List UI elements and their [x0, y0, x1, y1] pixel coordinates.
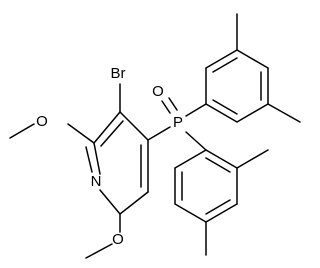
bond-c6-n: [99, 189, 121, 215]
bond-c4-p: [147, 126, 171, 141]
bond-aryl2-c: [205, 203, 238, 223]
bond-aryl2-d2: [205, 199, 231, 215]
bond-n-c2: [93, 142, 101, 175]
atom-oxygen-methoxy-lower: O: [112, 231, 124, 248]
atom-oxygen-phosphoryl: O: [152, 83, 164, 100]
atom-bromine: Br: [111, 65, 126, 82]
bonds: [9, 13, 301, 259]
bond-p-aryl-lower: [185, 131, 207, 151]
atom-oxygen-methoxy-upper: O: [36, 113, 48, 130]
atom-labels: Br O P O N O: [36, 65, 183, 248]
bond-c5-c6: [119, 191, 149, 215]
bond-o-ch3-upper: [9, 123, 35, 139]
bond-aryl2-me1: [236, 149, 269, 169]
bond-aryl1-c: [236, 49, 269, 69]
bond-aryl2-d: [174, 203, 207, 223]
bond-aryl2-d1: [205, 157, 231, 173]
bond-aryl1-e: [236, 103, 269, 123]
bond-c3-c4: [119, 111, 149, 141]
bond-aryl1-d1: [212, 57, 238, 73]
bond-aryl1-f: [205, 103, 238, 123]
bond-p-aryl-upper: [185, 103, 207, 117]
bond-o-ch3-lower: [85, 243, 113, 259]
bond-aryl1-d3: [212, 99, 238, 115]
bond-aryl1-me2: [267, 103, 301, 123]
bond-aryl2-a: [205, 149, 238, 169]
bond-aryl1-b: [205, 49, 238, 69]
bond-c2-o: [67, 123, 95, 144]
bond-aryl2-f: [174, 149, 207, 169]
bond-c2-c3: [93, 111, 121, 144]
atom-phosphorus: P: [173, 114, 183, 131]
bond-n-c2-double: [85, 146, 93, 173]
atom-nitrogen: N: [91, 173, 102, 190]
bond-p-o: [161, 100, 171, 114]
bond-p-o-double: [168, 97, 178, 111]
bond-c2-c3-double: [100, 120, 124, 147]
